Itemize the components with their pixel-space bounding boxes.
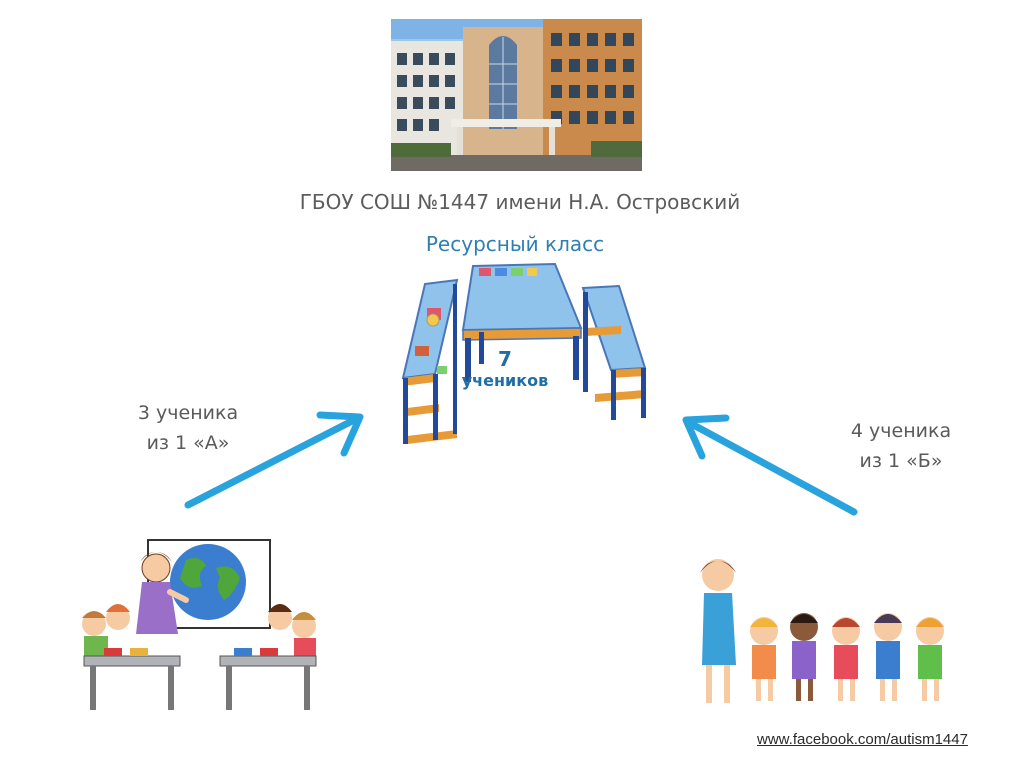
group-b-class: из 1 «Б»: [859, 450, 943, 472]
student-count-number: 7: [498, 347, 512, 371]
student-count-label: учеников: [461, 371, 549, 390]
group-b-count: 4 ученика: [850, 420, 952, 442]
group-b-label: 4 ученика из 1 «Б»: [826, 416, 976, 476]
group-a-label: 3 ученика из 1 «А»: [108, 398, 268, 458]
teacher-with-children-illustration: [690, 555, 980, 715]
group-a-count: 3 ученика: [137, 402, 239, 424]
arrow-right-up-icon: [184, 411, 364, 509]
facebook-link[interactable]: www.facebook.com/autism1447: [757, 731, 968, 748]
resource-classroom-furniture: [395, 258, 660, 448]
student-count: 7 учеников: [430, 348, 580, 392]
school-building-photo: [391, 19, 642, 171]
class-title: Ресурсный класс: [425, 232, 605, 256]
classroom-teacher-globe-illustration: [74, 538, 334, 718]
arrow-left-up-icon: [682, 414, 858, 516]
school-name: ГБОУ СОШ №1447 имени Н.А. Островский: [299, 190, 741, 214]
group-a-class: из 1 «А»: [146, 432, 230, 454]
